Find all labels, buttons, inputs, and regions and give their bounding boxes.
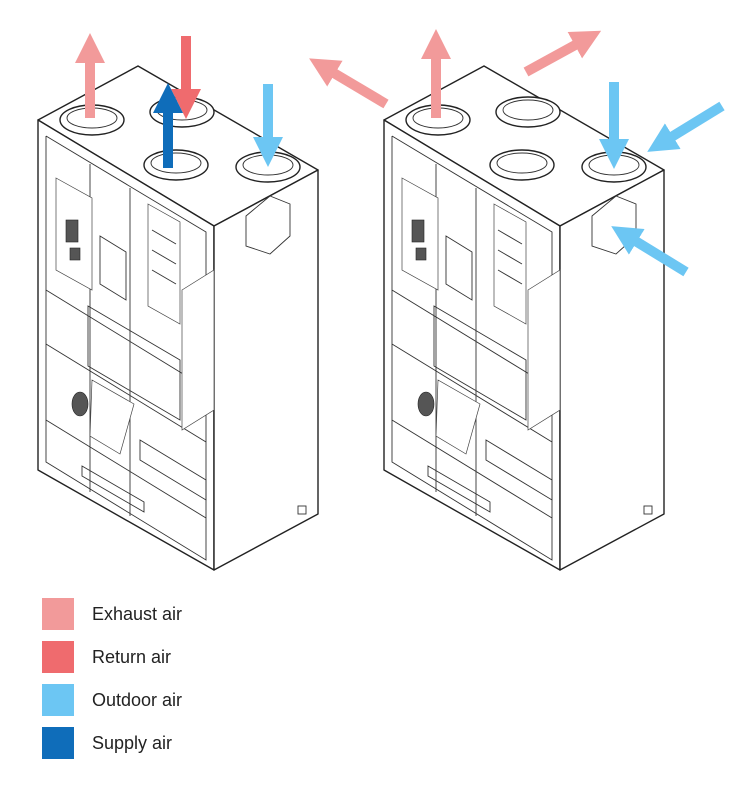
legend-swatch (42, 727, 74, 759)
legend: Exhaust air Return air Outdoor air Suppl… (42, 598, 182, 770)
legend-item-exhaust-air: Exhaust air (42, 598, 182, 630)
ventilation-unit-right (383, 65, 665, 571)
legend-item-outdoor-air: Outdoor air (42, 684, 182, 716)
outdoor-air-arrow-right-upper (647, 101, 725, 152)
legend-label: Exhaust air (92, 603, 183, 624)
internal-frame-left (45, 135, 215, 561)
legend-label: Return air (92, 646, 172, 667)
exhaust-air-arrow-right-side (309, 58, 389, 109)
airflow-diagram (37, 29, 725, 571)
legend-item-return-air: Return air (42, 641, 182, 673)
legend-swatch (42, 641, 74, 673)
exhaust-air-arrow-right-back (523, 30, 602, 77)
legend-swatch (42, 598, 74, 630)
internal-frame-right (391, 135, 561, 561)
legend-label: Supply air (92, 732, 173, 753)
legend-label: Outdoor air (92, 689, 183, 710)
side-cover-plate-left (245, 195, 291, 255)
legend-swatch (42, 684, 74, 716)
legend-item-supply-air: Supply air (42, 727, 182, 759)
duct-collars-right (405, 96, 647, 183)
ventilation-unit-left (37, 65, 319, 571)
outdoor-air-arrow-right-side (611, 226, 689, 277)
